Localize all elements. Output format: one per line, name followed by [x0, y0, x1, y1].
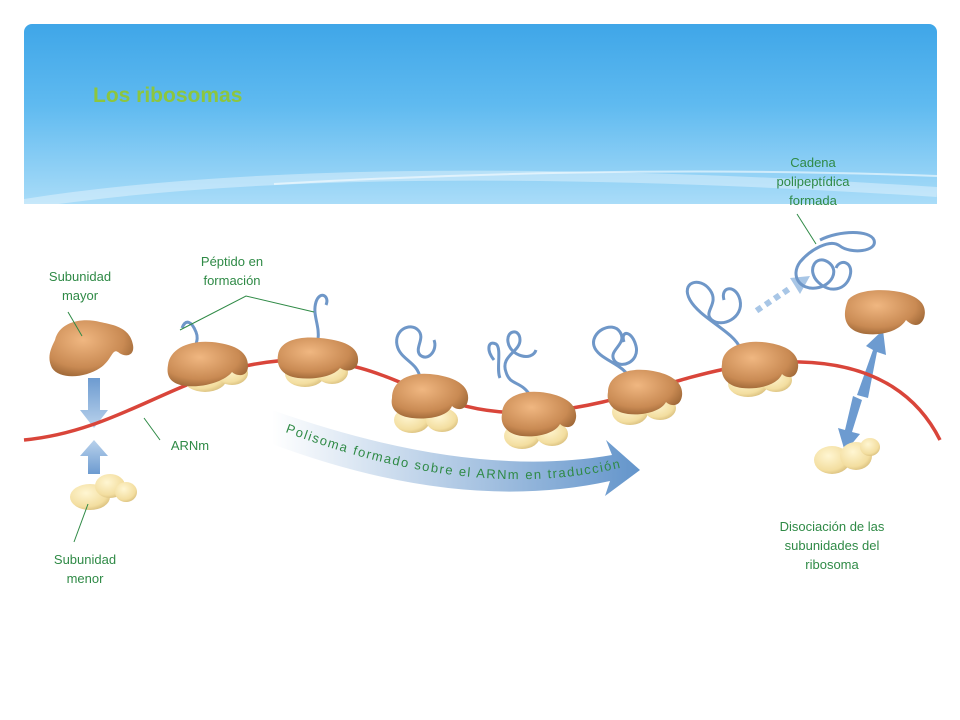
released-polypeptide	[794, 231, 876, 291]
header-swoosh	[24, 170, 937, 209]
small-subunit-dissociated	[814, 438, 880, 474]
label-arnm: ARNm	[170, 438, 210, 453]
ribosome-6	[686, 280, 799, 397]
slide: Los ribosomas	[24, 24, 937, 664]
ribosome-1	[167, 320, 248, 392]
arrow-up-icon	[80, 440, 108, 474]
arrow-down-icon	[80, 378, 108, 428]
polisoma-label: Polisoma formado sobre el ARNm en traduc…	[284, 421, 623, 482]
small-subunit-free	[70, 474, 137, 510]
large-subunit-free	[49, 320, 134, 377]
label-peptido-en-formacion: Péptido en formación	[200, 254, 264, 288]
page-title: Los ribosomas	[93, 84, 243, 107]
label-subunidad-mayor: Subunidad mayor	[48, 269, 112, 303]
ribosome-4	[487, 330, 577, 449]
release-arrow	[754, 276, 810, 314]
label-subunidad-menor: Subunidad menor	[53, 552, 117, 586]
dissociation-arrows	[838, 330, 886, 452]
large-subunit-dissociated	[844, 290, 925, 335]
label-disociacion: Disociación de las subunidades del ribos…	[779, 519, 885, 572]
polisoma-arrow	[272, 410, 640, 496]
ribosome-2	[277, 293, 359, 387]
leader-lines	[67, 213, 817, 543]
sky-header	[24, 24, 937, 209]
label-cadena-polipeptidica: Cadena polipeptídica formada	[776, 155, 850, 208]
ribosome-3	[391, 325, 469, 433]
ribosome-5	[592, 325, 683, 425]
mrna-strand	[23, 358, 942, 442]
